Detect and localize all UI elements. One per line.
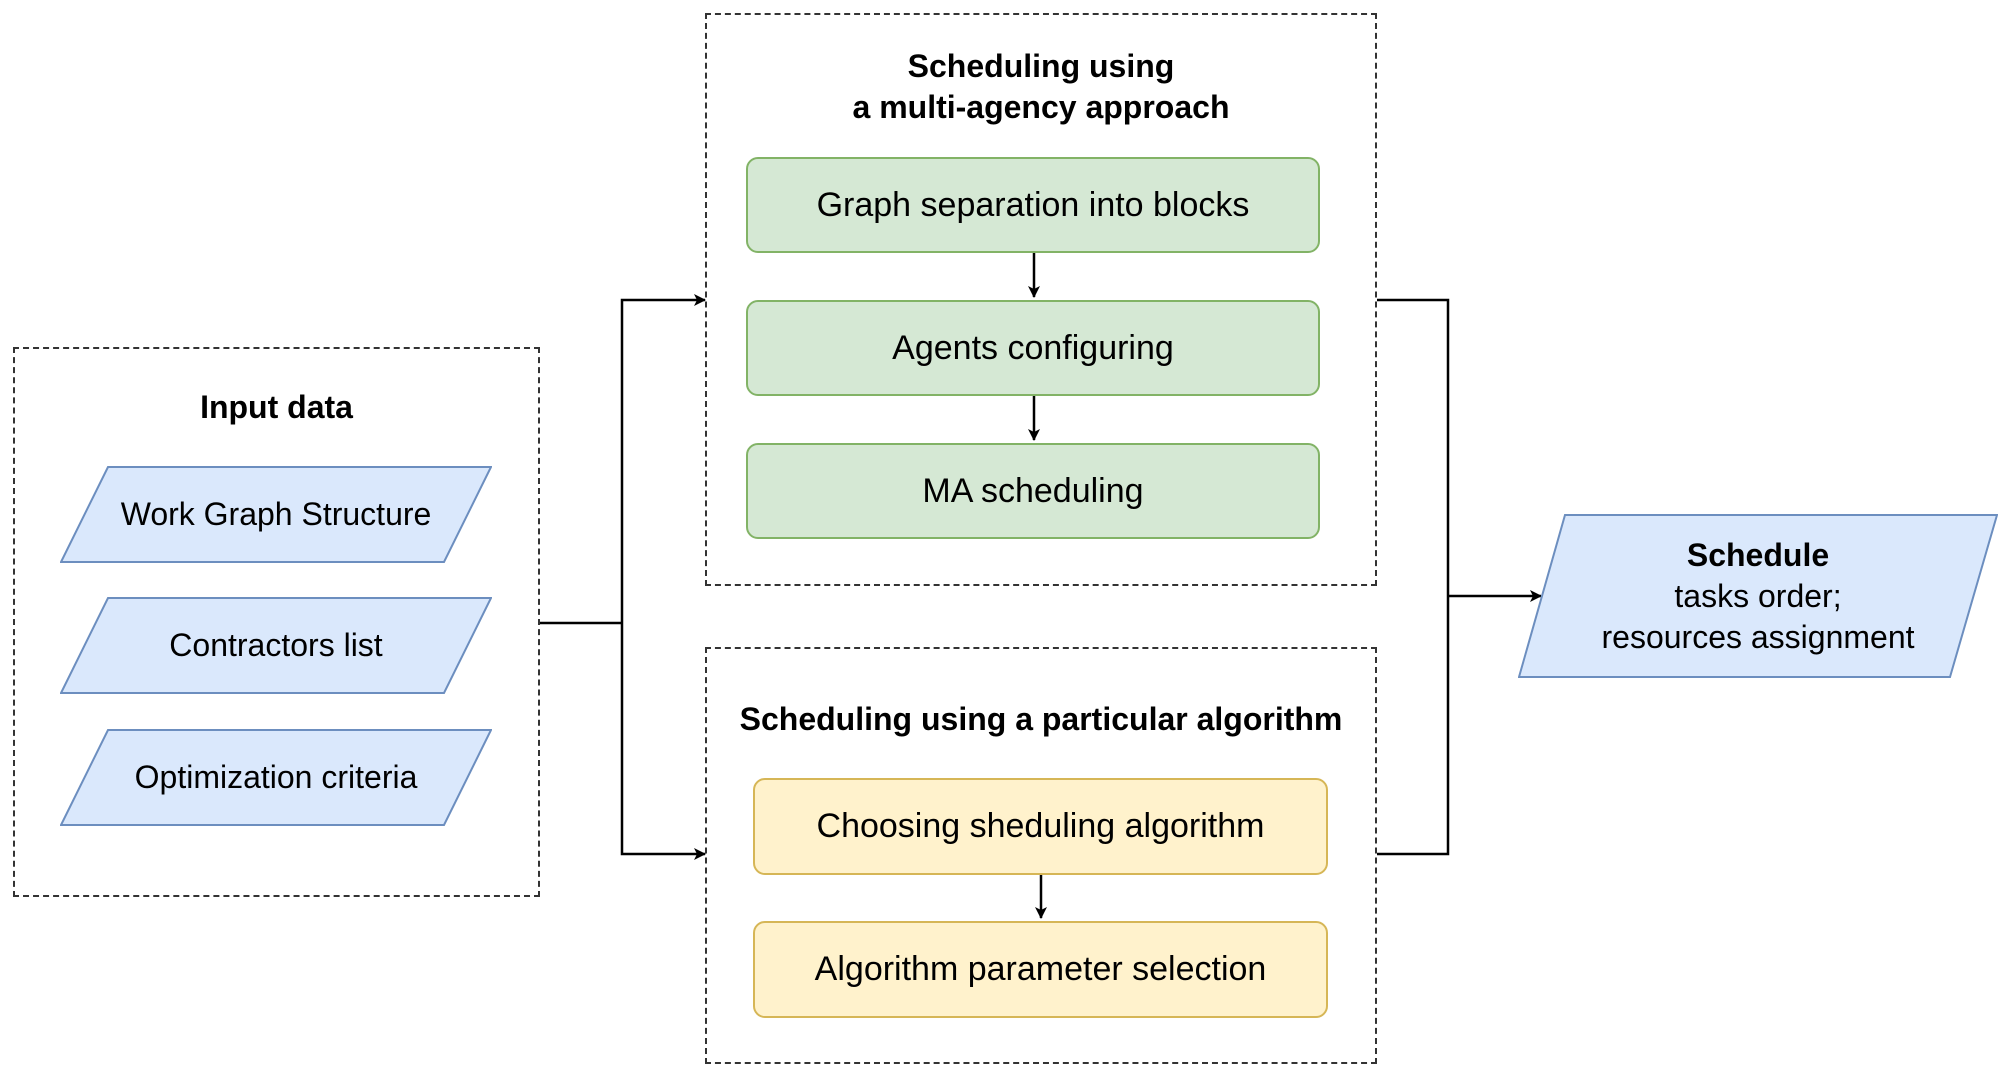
input-data-title: Input data	[200, 389, 353, 425]
output-title: Schedule	[1686, 536, 1830, 573]
input-item-optimization: Optimization criteria	[60, 729, 492, 826]
output-line-2: resources assignment	[1601, 618, 1915, 655]
step-parameter-selection: Algorithm parameter selection	[753, 921, 1328, 1018]
input-item-contractors: Contractors list	[60, 597, 492, 694]
parallelogram-shape	[60, 597, 492, 694]
step-ma-scheduling: MA scheduling	[746, 443, 1320, 539]
parallelogram-shape	[1518, 514, 1998, 678]
input-item-label: Optimization criteria	[134, 759, 418, 795]
multi-agent-title: Scheduling using a multi-agency approach	[707, 46, 1375, 128]
input-item-label: Work Graph Structure	[120, 496, 432, 532]
input-data-group: Input data	[13, 347, 540, 897]
parallelogram-shape	[60, 729, 492, 826]
multi-agent-group: Scheduling using a multi-agency approach	[705, 13, 1377, 586]
split-to-algorithm-arrow	[620, 623, 706, 860]
output-schedule: Schedule tasks order; resources assignme…	[1518, 514, 1998, 678]
step-choosing-algorithm: Choosing sheduling algorithm	[753, 778, 1328, 875]
split-to-multi-agent-arrow	[620, 294, 706, 623]
output-label: Schedule tasks order; resources assignme…	[1601, 535, 1914, 658]
input-item-label: Contractors list	[169, 627, 383, 663]
multi-agent-title-line1: Scheduling using	[907, 48, 1175, 84]
algorithm-group: Scheduling using a particular algorithm	[705, 647, 1377, 1064]
input-item-work-graph: Work Graph Structure	[60, 466, 492, 563]
output-line-1: tasks order;	[1674, 577, 1842, 614]
parallelogram-shape	[60, 466, 492, 563]
multi-agent-title-line2: a multi-agency approach	[852, 89, 1230, 125]
multi-agent-to-join-connector	[1377, 298, 1450, 856]
step-graph-separation: Graph separation into blocks	[746, 157, 1320, 253]
algorithm-title: Scheduling using a particular algorithm	[739, 701, 1343, 737]
step-agents-configuring: Agents configuring	[746, 300, 1320, 396]
